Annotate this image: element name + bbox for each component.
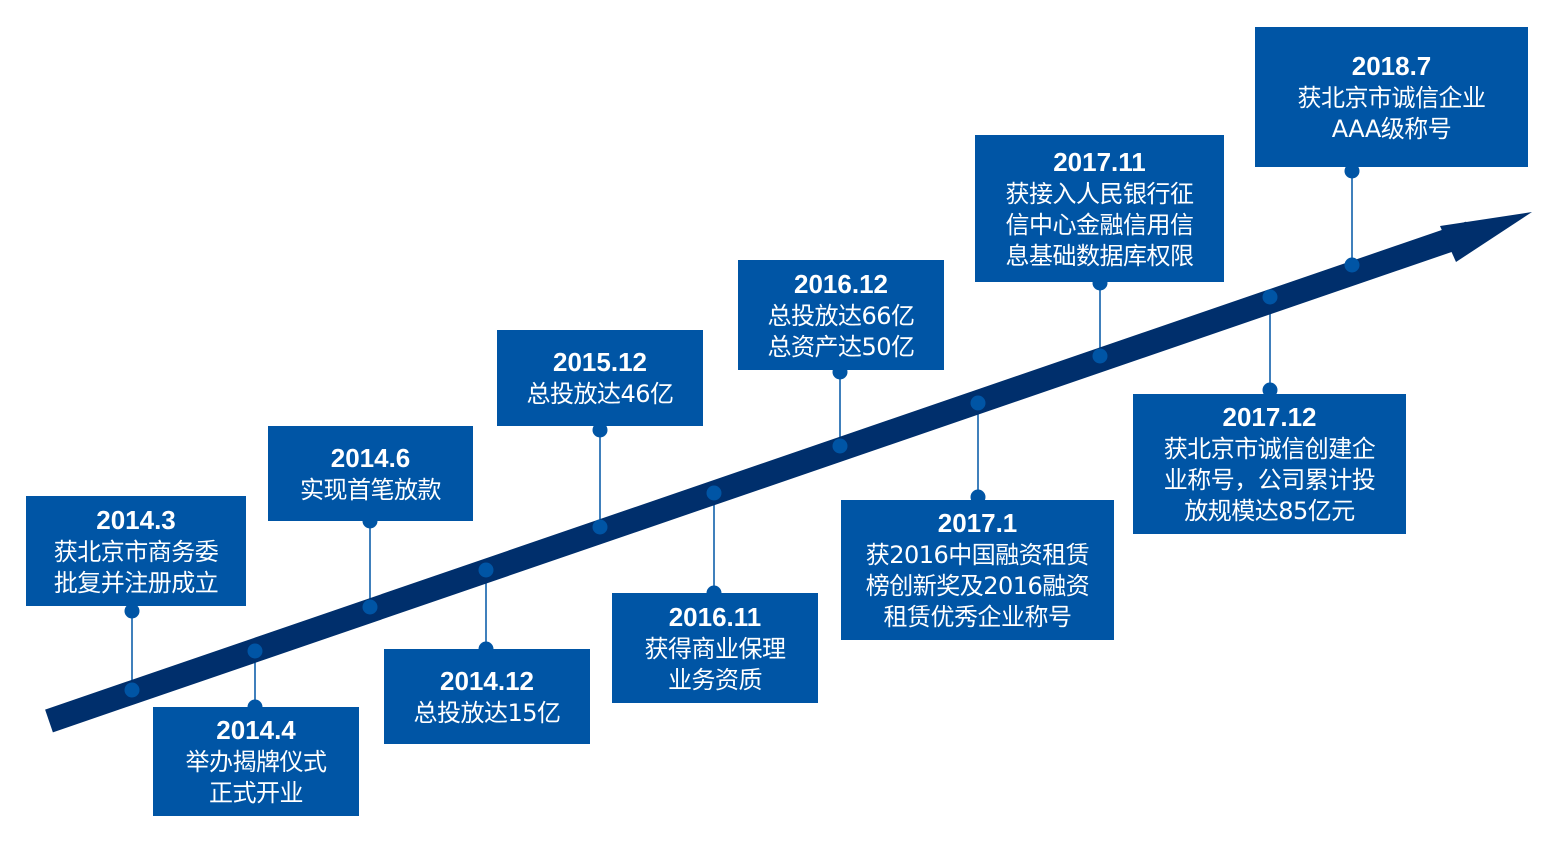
milestone-description: 总投放达46亿 [526, 380, 674, 408]
arrow-dot [247, 643, 263, 659]
arrow-dot [478, 562, 494, 578]
timeline-arrow-shaft [45, 221, 1474, 733]
milestone-box: 2015.12 总投放达46亿 [497, 330, 703, 426]
arrow-dot [970, 395, 986, 411]
milestone-date: 2016.11 [668, 601, 762, 632]
arrow-dot [1262, 289, 1278, 305]
milestone-description: 获接入人民银行征 信中心金融信用信 息基础数据库权限 [1005, 179, 1195, 270]
arrow-dot [124, 682, 140, 698]
milestone-date: 2018.7 [1351, 50, 1432, 81]
milestone-description: 总投放达66亿 总资产达50亿 [767, 301, 915, 361]
timeline-arrowhead [1440, 212, 1532, 262]
milestone-date: 2016.12 [794, 268, 888, 299]
milestone-date: 2017.1 [937, 508, 1018, 538]
box-dot [592, 422, 608, 438]
box-dot [1262, 382, 1278, 398]
arrow-dot [362, 599, 378, 615]
milestone-date: 2017.12 [1222, 402, 1317, 432]
milestone-description: 举办揭牌仪式 正式开业 [185, 748, 328, 807]
box-dot [124, 603, 140, 619]
arrow-dot [1092, 348, 1108, 364]
milestone-description: 获北京市诚信企业 AAA级称号 [1297, 83, 1487, 143]
milestone-description: 总投放达15亿 [413, 698, 561, 727]
milestone-description: 获北京市诚信创建企 业称号，公司累计投 放规模达85亿元 [1163, 435, 1376, 525]
milestone-date: 2014.6 [330, 442, 411, 473]
milestone-description: 获北京市商务委 批复并注册成立 [53, 537, 219, 597]
milestone-date: 2014.12 [440, 665, 534, 696]
arrow-dot [832, 438, 848, 454]
milestone-description: 获2016中国融资租赁 榜创新奖及2016融资 租赁优秀企业称号 [865, 541, 1090, 631]
milestone-date: 2014.3 [96, 504, 176, 535]
arrow-dot [592, 519, 608, 535]
milestone-description: 获得商业保理 业务资质 [644, 634, 787, 694]
milestone-description: 实现首笔放款 [300, 475, 442, 504]
arrow-dot [706, 485, 722, 501]
milestone-date: 2017.11 [1053, 146, 1146, 177]
milestone-date: 2015.12 [553, 347, 647, 377]
arrow-dot [1344, 257, 1360, 273]
box-dot [1344, 163, 1360, 179]
milestone-date: 2014.4 [216, 715, 296, 745]
